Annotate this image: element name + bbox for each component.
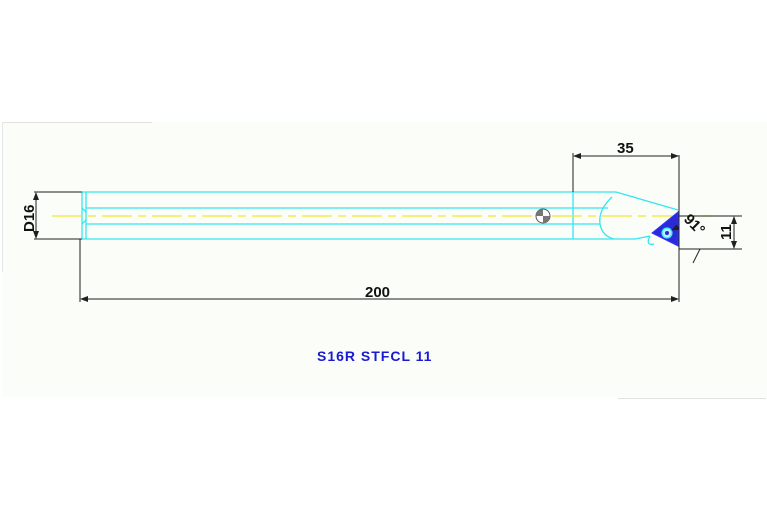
model-label: S16R STFCL 11 — [317, 348, 432, 364]
dim-overall-length: 200 — [365, 284, 390, 301]
dim-angle: 91° — [680, 211, 708, 239]
shank-outline — [81, 191, 679, 245]
dim-height: 11 — [718, 224, 735, 240]
panel-border-bottom — [618, 398, 766, 399]
insert-icon — [651, 210, 679, 247]
panel-border-left — [2, 122, 3, 272]
dim-head-length: 35 — [617, 140, 634, 157]
center-mark-icon — [535, 208, 551, 224]
drawing-panel — [2, 122, 767, 397]
panel-border-top — [2, 122, 152, 123]
dimension-lines — [33, 153, 742, 302]
dim-diameter: D16 — [21, 204, 38, 232]
